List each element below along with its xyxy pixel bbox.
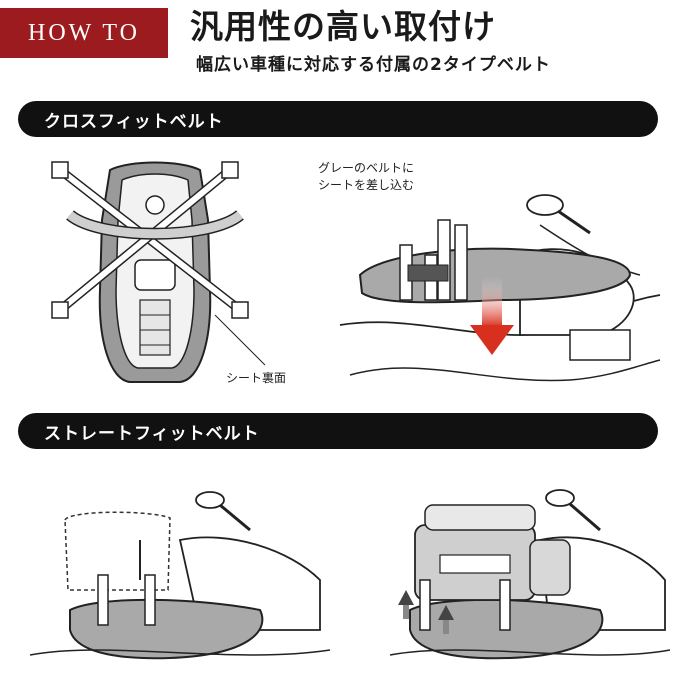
seat-underside-label: シート裏面 (226, 370, 286, 387)
section-label-straight-fit: ストレートフィットベルト (44, 419, 260, 444)
section-bar-straight-fit: ストレートフィットベルト (18, 413, 658, 449)
grey-belt-note-line1: グレーのベルトに (318, 160, 414, 177)
straight-fit-left-illustration (30, 480, 330, 670)
seat-underside-illustration (40, 150, 270, 390)
page-subtitle: 幅広い車種に対応する付属の2タイプベルト (196, 50, 551, 75)
motorcycle-seat-illustration (340, 185, 660, 395)
straight-fit-right-illustration (390, 480, 670, 670)
page-title: 汎用性の高い取付け (190, 0, 496, 48)
section-label-cross-fit: クロスフィットベルト (44, 107, 224, 132)
how-to-badge: HOW TO (0, 8, 168, 58)
section-bar-cross-fit: クロスフィットベルト (18, 101, 658, 137)
